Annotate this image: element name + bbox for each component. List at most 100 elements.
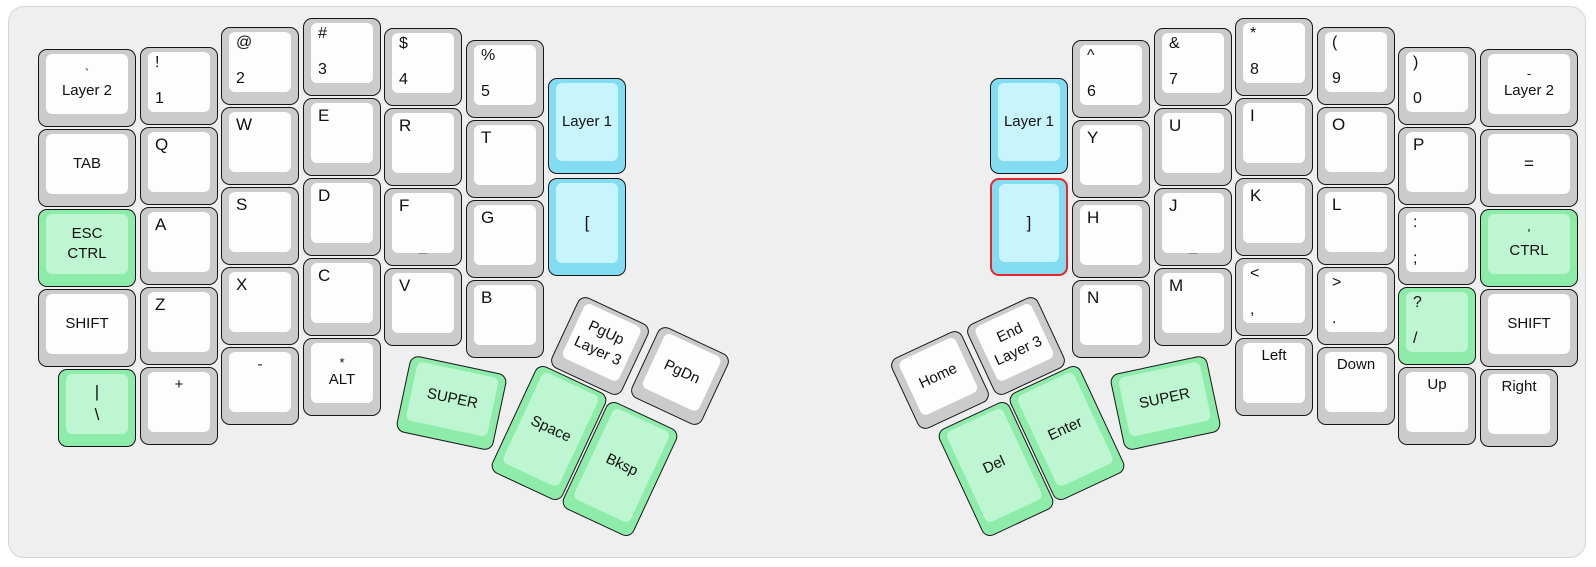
key-u[interactable]: U: [1154, 108, 1232, 186]
key-plus[interactable]: +: [140, 367, 218, 445]
keycap-legend: Q: [148, 132, 210, 192]
key-h[interactable]: H: [1072, 200, 1150, 278]
keycap-face: [66, 374, 128, 434]
key-i[interactable]: I: [1235, 98, 1313, 176]
key-paren-0[interactable]: )0: [1398, 47, 1476, 125]
key-super-left[interactable]: SUPER: [394, 354, 509, 452]
keycap-legend: Down: [1325, 352, 1387, 412]
keycap-legend: $4: [392, 33, 454, 93]
key-paren-9[interactable]: (9: [1317, 27, 1395, 105]
key-s[interactable]: S: [221, 187, 299, 265]
key-right-bracket[interactable]: ]: [990, 178, 1068, 276]
legend-line: M: [1169, 276, 1184, 295]
key-w[interactable]: W: [221, 107, 299, 185]
keycap-legend: Layer 1: [556, 83, 618, 161]
key-colon-semicolon[interactable]: :;: [1398, 207, 1476, 285]
key-quote-ctrl[interactable]: 'CTRL: [1480, 209, 1578, 287]
key-left-bracket[interactable]: [: [548, 178, 626, 276]
key-x[interactable]: X: [221, 267, 299, 345]
key-lessthan-comma[interactable]: <,: [1235, 258, 1313, 336]
legend-line: R: [399, 116, 412, 135]
key-percent-5[interactable]: %5: [466, 40, 544, 118]
key-right[interactable]: Right: [1480, 369, 1558, 447]
keycap-face: [148, 372, 210, 432]
legend-line: ALT: [328, 370, 356, 388]
key-r[interactable]: R: [384, 108, 462, 186]
key-dollar-4[interactable]: $4: [384, 28, 462, 106]
key-v[interactable]: V: [384, 268, 462, 346]
key-shift-right[interactable]: SHIFT: [1480, 289, 1578, 367]
legend-line: Enter: [1045, 413, 1085, 445]
key-tab[interactable]: TAB: [38, 129, 136, 207]
key-minus-left[interactable]: -: [221, 347, 299, 425]
key-asterisk-alt[interactable]: *ALT: [303, 338, 381, 416]
key-c[interactable]: C: [303, 258, 381, 336]
key-exclam-1[interactable]: !1: [140, 47, 218, 125]
legend-line: Z: [155, 295, 166, 314]
key-l[interactable]: L: [1317, 187, 1395, 265]
key-t[interactable]: T: [466, 120, 544, 198]
key-f-homing[interactable]: F_: [384, 188, 462, 266]
legend-line: F: [399, 196, 410, 215]
legend-line: I: [1250, 106, 1255, 125]
key-z[interactable]: Z: [140, 287, 218, 365]
key-up[interactable]: Up: [1398, 367, 1476, 445]
key-caret-6[interactable]: ^6: [1072, 40, 1150, 118]
legend-line: !: [155, 54, 160, 71]
key-pipe-backslash[interactable]: |\: [58, 369, 136, 447]
key-shift-left[interactable]: SHIFT: [38, 289, 136, 367]
key-k[interactable]: K: [1235, 178, 1313, 256]
key-question-slash[interactable]: ?/: [1398, 287, 1476, 365]
key-left[interactable]: Left: [1235, 338, 1313, 416]
keycap-face: [556, 183, 618, 263]
legend-line: E: [318, 106, 330, 125]
keycap-legend: C: [311, 263, 373, 323]
legend-line: ,: [1250, 301, 1255, 318]
keycap-face: [392, 193, 454, 253]
keycap-face: [1488, 54, 1570, 114]
key-at-2[interactable]: @2: [221, 27, 299, 105]
key-o[interactable]: O: [1317, 107, 1395, 185]
key-layer1-right[interactable]: Layer 1: [990, 78, 1068, 174]
key-e[interactable]: E: [303, 98, 381, 176]
keycap-legend: L: [1325, 192, 1387, 252]
key-a[interactable]: A: [140, 207, 218, 285]
key-layer1-left[interactable]: Layer 1: [548, 78, 626, 174]
key-super-right[interactable]: SUPER: [1108, 354, 1223, 452]
legend-line: SHIFT: [65, 314, 109, 332]
legend-line: O: [1332, 115, 1346, 134]
keycap-face: [1243, 183, 1305, 243]
key-m[interactable]: M: [1154, 268, 1232, 346]
legend-line: =: [1524, 153, 1534, 173]
key-d[interactable]: D: [303, 178, 381, 256]
keycap-face: [1325, 112, 1387, 172]
key-n[interactable]: N: [1072, 280, 1150, 358]
legend-line: [: [584, 212, 590, 232]
key-dash-layer2[interactable]: -Layer 2: [1480, 49, 1578, 127]
key-grave-layer2[interactable]: `Layer 2: [38, 49, 136, 127]
keycap-face: [1243, 343, 1305, 403]
keycap-face: [474, 205, 536, 265]
key-amp-7[interactable]: &7: [1154, 28, 1232, 106]
key-hash-3[interactable]: #3: [303, 18, 381, 96]
key-j-homing[interactable]: J_: [1154, 188, 1232, 266]
key-asterisk-8[interactable]: *8: [1235, 18, 1313, 96]
key-p[interactable]: P: [1398, 127, 1476, 205]
keycap-legend: #3: [311, 23, 373, 83]
key-b[interactable]: B: [466, 280, 544, 358]
legend-line: 0: [1413, 90, 1422, 107]
key-down[interactable]: Down: [1317, 347, 1395, 425]
key-greaterthan-period[interactable]: >.: [1317, 267, 1395, 345]
legend-line: Layer 2: [1503, 81, 1555, 99]
key-q[interactable]: Q: [140, 127, 218, 205]
key-y[interactable]: Y: [1072, 120, 1150, 198]
keycap-legend: =: [1488, 134, 1570, 194]
legend-line: N: [1087, 288, 1100, 307]
legend-line: -: [1526, 66, 1532, 82]
legend-line: Right: [1501, 378, 1537, 395]
key-g[interactable]: G: [466, 200, 544, 278]
key-equals[interactable]: =: [1480, 129, 1578, 207]
legend-line: 8: [1250, 61, 1259, 78]
keycap-legend: ^6: [1080, 45, 1142, 105]
